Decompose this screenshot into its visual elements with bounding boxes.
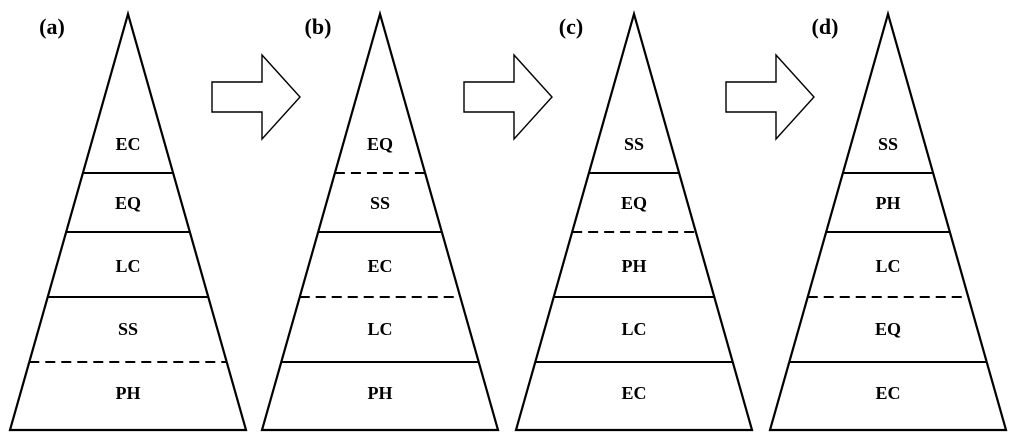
- pyramid-panels: (a)ECEQLCSSPH(b)EQSSECLCPH(c)SSEQPHLCEC(…: [8, 9, 1008, 432]
- layer-label: LC: [875, 256, 900, 276]
- pyramid-outline: [514, 9, 754, 432]
- panel-label: (c): [559, 14, 583, 39]
- transition-arrows: [211, 53, 815, 141]
- layer-label: PH: [622, 256, 647, 276]
- layer-label: PH: [876, 193, 901, 213]
- pyramid-outline: [8, 9, 248, 432]
- layer-label: EQ: [621, 193, 647, 213]
- layer-label: EC: [621, 383, 646, 403]
- layer-label: EQ: [875, 319, 901, 339]
- panel-label: (b): [305, 14, 332, 39]
- layer-label: EC: [875, 383, 900, 403]
- layer-label: SS: [878, 134, 898, 154]
- layer-label: SS: [118, 319, 138, 339]
- pyramid-panel: (a) EC EQ LC SS PH: [8, 9, 248, 432]
- layer-label: EC: [115, 134, 140, 154]
- layer-label: LC: [621, 319, 646, 339]
- pyramid-outline: [768, 9, 1008, 432]
- layer-label: PH: [116, 383, 141, 403]
- layer-label: SS: [624, 134, 644, 154]
- panel-label: (d): [812, 14, 839, 39]
- pyramid-panel: (c) SS EQ PH LC EC: [514, 9, 754, 432]
- layer-label: LC: [367, 319, 392, 339]
- pyramid-panel: (d) SS PH LC EQ EC: [768, 9, 1008, 432]
- layer-label: EC: [367, 256, 392, 276]
- pyramid-panel: (b) EQ SS EC LC PH: [260, 9, 500, 432]
- layer-label: EQ: [367, 134, 393, 154]
- layer-label: EQ: [115, 193, 141, 213]
- right-arrow-outline-icon: [725, 53, 815, 141]
- right-arrow-outline-icon: [211, 53, 301, 141]
- layer-label: SS: [370, 193, 390, 213]
- layer-label: PH: [368, 383, 393, 403]
- pyramid-outline: [260, 9, 500, 432]
- right-arrow-outline-icon: [463, 53, 553, 141]
- panel-label: (a): [39, 14, 65, 39]
- layer-label: LC: [115, 256, 140, 276]
